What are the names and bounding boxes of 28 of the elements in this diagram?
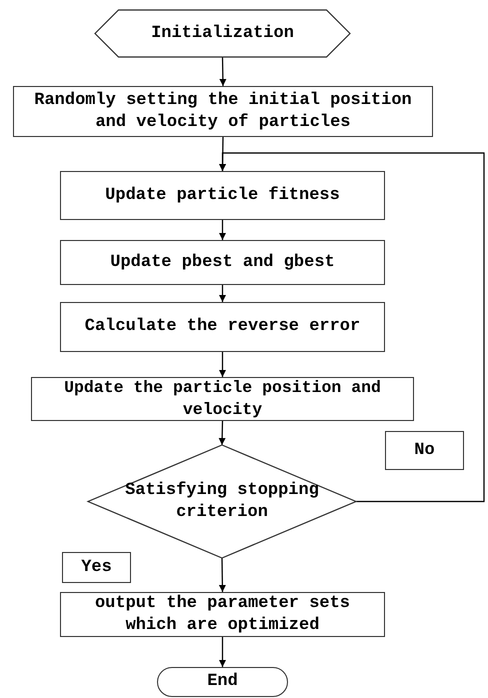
- arrow: [219, 152, 485, 502]
- arrow: [218, 558, 226, 592]
- arrow: [219, 56, 226, 86]
- node-label: Initialization: [150, 22, 295, 44]
- node-label: No: [413, 440, 436, 462]
- process-box: [60, 240, 385, 285]
- arrow: [219, 352, 226, 377]
- node-label: output the parameter sets which are optimized: [94, 592, 352, 636]
- process-box: [60, 302, 385, 352]
- process-box: [62, 552, 131, 583]
- node-label: Calculate the reverse error: [84, 316, 362, 338]
- terminator: [157, 667, 288, 697]
- node-label: Update pbest and gbest: [109, 252, 336, 274]
- arrow: [219, 285, 226, 302]
- node-label: Update the particle position and velocity: [63, 377, 382, 421]
- node-label: Update particle fitness: [104, 184, 341, 206]
- node-label: Satisfying stopping criterion: [124, 480, 320, 524]
- arrow: [218, 420, 226, 446]
- process-box: [60, 592, 385, 637]
- arrow: [219, 220, 226, 240]
- process-box: [60, 171, 385, 220]
- node-label: Yes: [80, 556, 113, 578]
- process-box: [31, 377, 414, 421]
- arrow: [219, 637, 226, 667]
- node-label: Randomly setting the initial position and velocity of particles: [33, 90, 413, 134]
- node-label: End: [206, 671, 239, 693]
- process-box: [13, 86, 433, 137]
- process-box: [385, 431, 464, 470]
